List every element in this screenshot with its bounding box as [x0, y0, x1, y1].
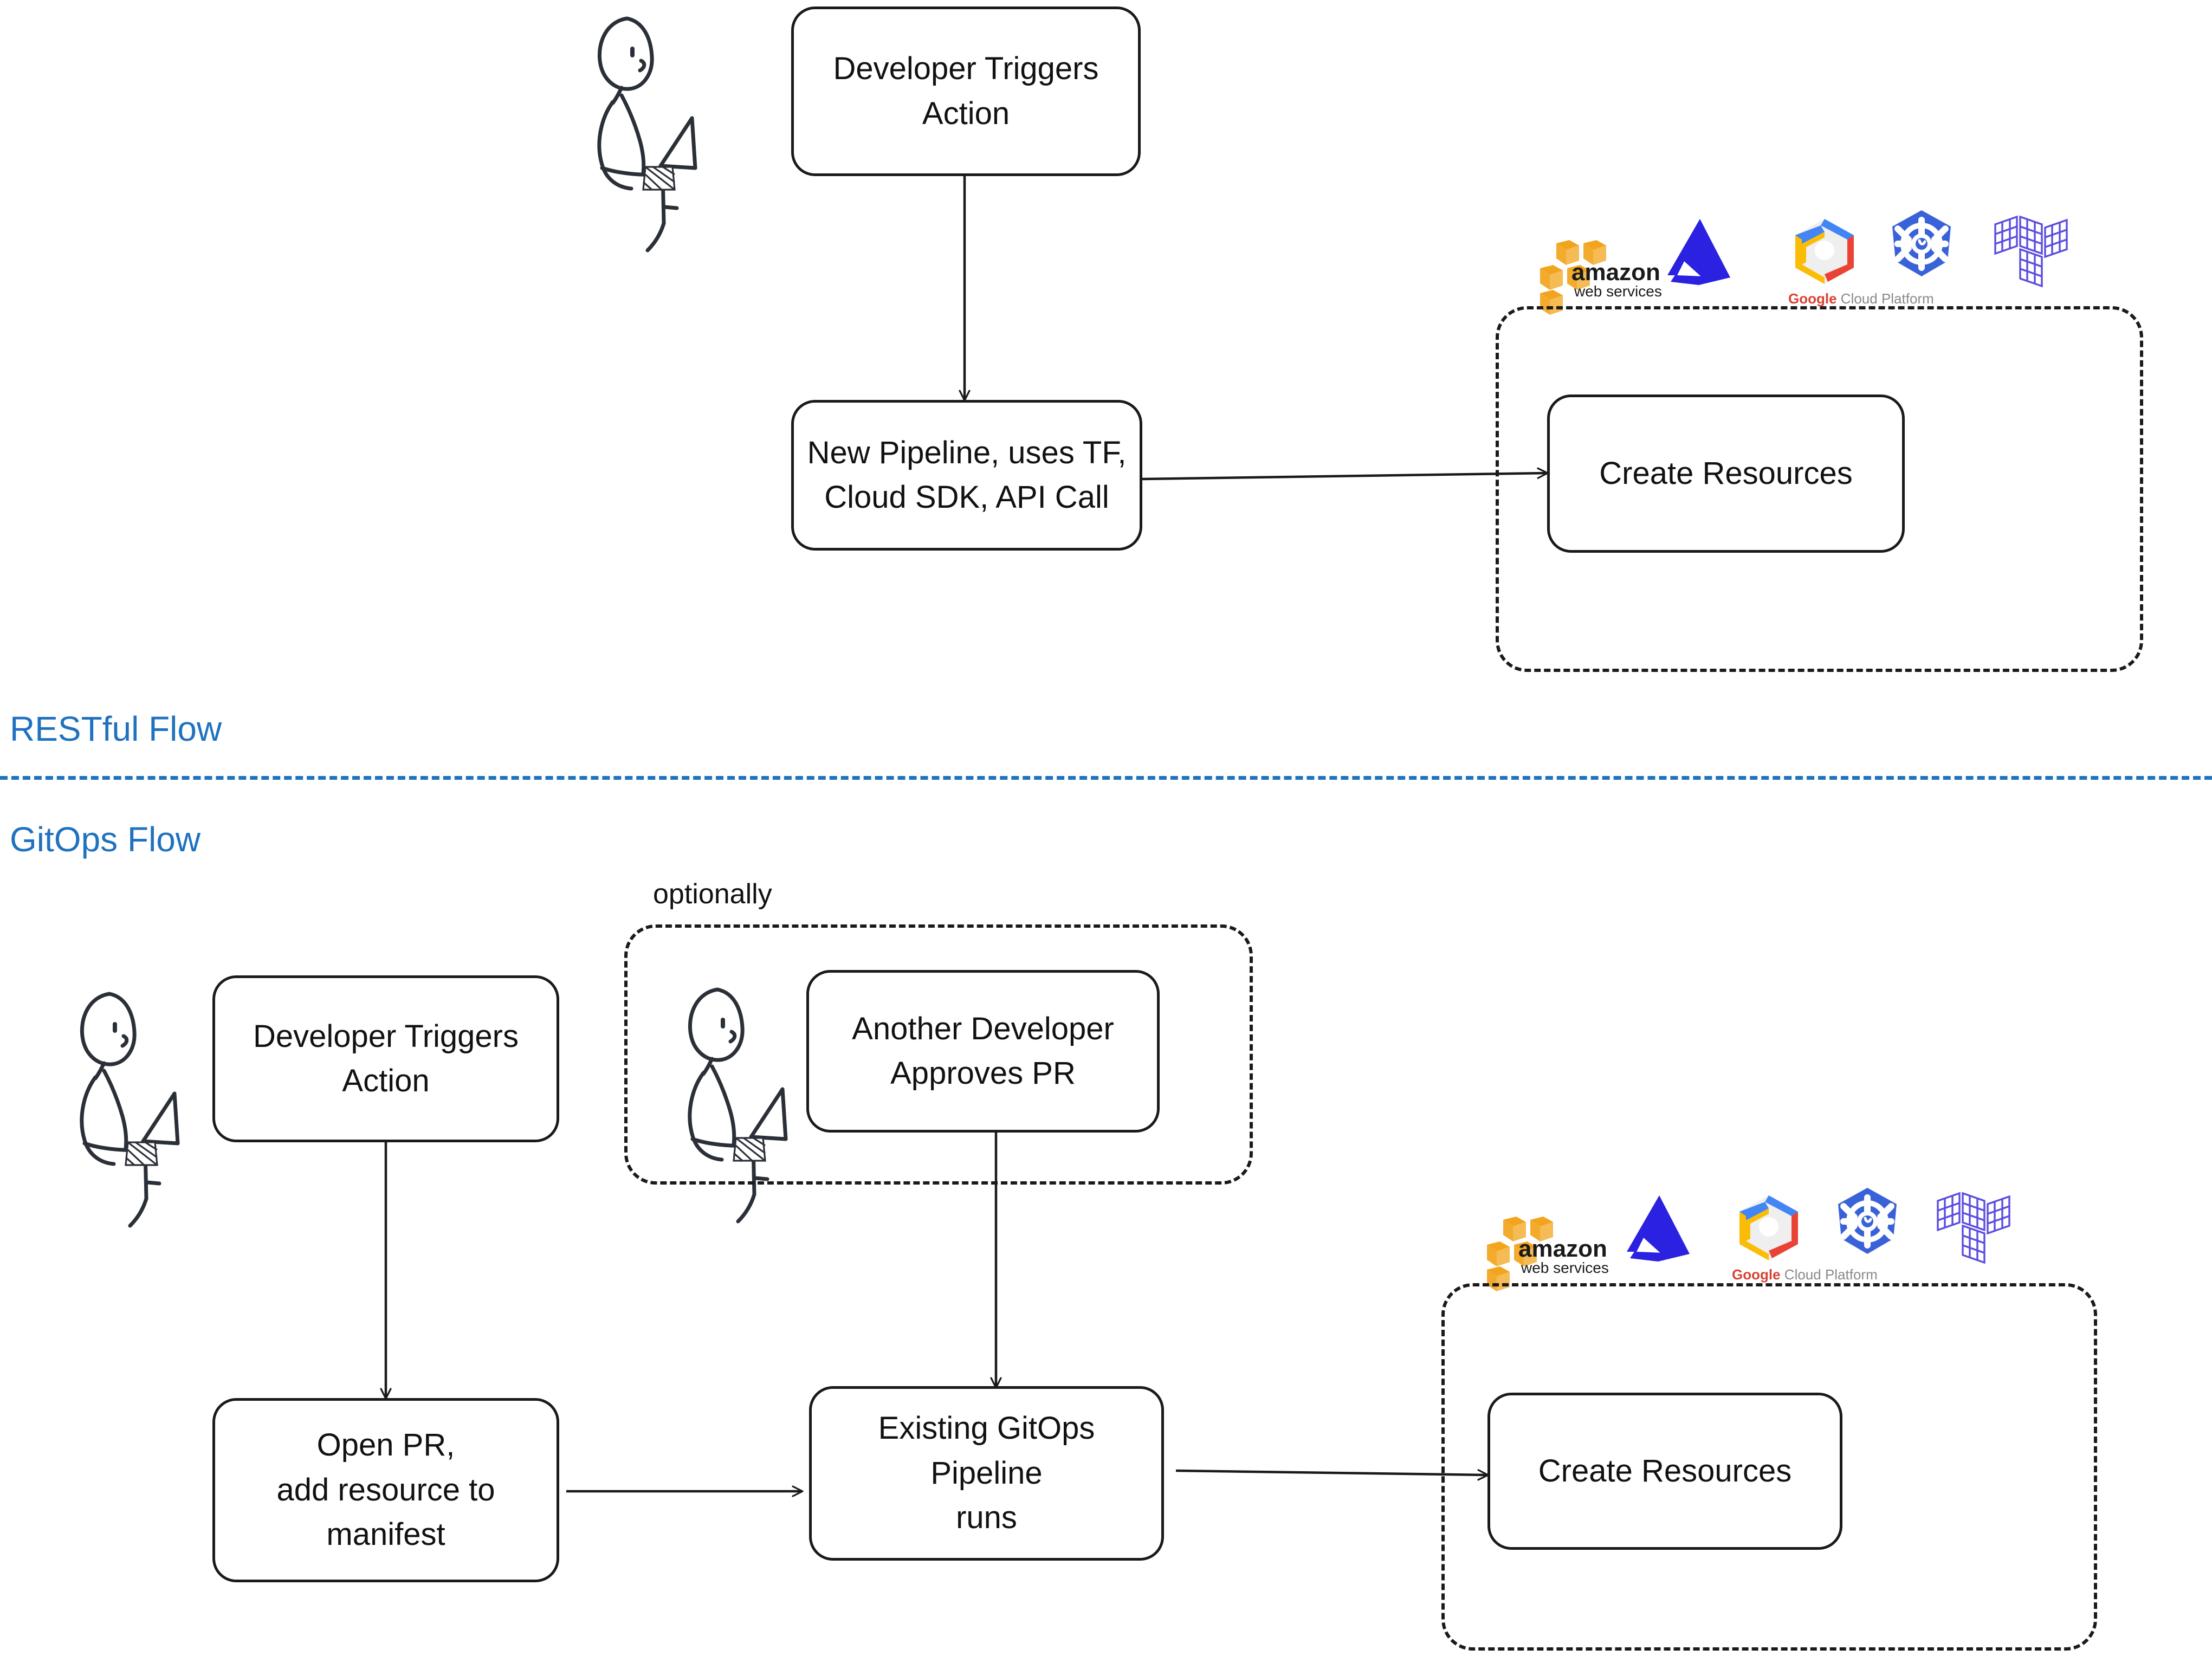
- stick-figure-developer-gitops: [82, 994, 178, 1226]
- optional-approval-group: [624, 924, 1253, 1185]
- aws-wordmark: amazon: [1518, 1235, 1607, 1262]
- kubernetes-logo: [1838, 1188, 1897, 1254]
- node-label: Open PR, add resource to manifest: [276, 1427, 495, 1553]
- aws-subwordmark: web services: [1521, 1259, 1609, 1276]
- aws-wordmark: amazon: [1571, 259, 1660, 286]
- kubernetes-logo: [1892, 210, 1951, 276]
- microsoft-azure-logo: [1667, 219, 1730, 285]
- microsoft-azure-logo: [1627, 1195, 1690, 1262]
- node-label: Developer Triggers Action: [833, 51, 1099, 131]
- node-label: Create Resources: [1599, 455, 1853, 491]
- node-create-resources[interactable]: Create Resources: [1547, 394, 1905, 553]
- google-cloud-platform-logo: [1739, 1195, 1798, 1260]
- gcp-caption: Google Cloud Platform: [1788, 290, 1934, 307]
- stick-figure-developer-restful: [599, 18, 695, 250]
- node-create-resources-gitops[interactable]: Create Resources: [1487, 1393, 1842, 1550]
- node-label: Create Resources: [1538, 1453, 1792, 1489]
- aws-subwordmark: web services: [1574, 283, 1662, 300]
- node-another-developer-approves-pr[interactable]: Another Developer Approves PR: [806, 970, 1160, 1133]
- node-developer-triggers-action[interactable]: Developer Triggers Action: [791, 7, 1141, 176]
- node-open-pr-add-resource[interactable]: Open PR, add resource to manifest: [212, 1398, 559, 1582]
- section-title-restful: RESTful Flow: [10, 709, 222, 748]
- gcp-caption: Google Cloud Platform: [1732, 1266, 1878, 1283]
- terraform-logo: [1937, 1192, 2010, 1264]
- node-label: Existing GitOps Pipeline runs: [878, 1411, 1095, 1536]
- edge-new-pipeline-to-create-resources: [1141, 467, 1549, 481]
- node-new-pipeline[interactable]: New Pipeline, uses TF, Cloud SDK, API Ca…: [791, 400, 1142, 551]
- edge-existing-pipeline-to-create-resources: [1175, 1469, 1489, 1481]
- node-existing-gitops-pipeline[interactable]: Existing GitOps Pipeline runs: [809, 1386, 1164, 1561]
- google-cloud-platform-logo: [1795, 219, 1854, 284]
- node-developer-triggers-action-gitops[interactable]: Developer Triggers Action: [212, 975, 559, 1142]
- cloud-provider-group-restful: [1496, 306, 2143, 672]
- terraform-logo: [1994, 216, 2068, 287]
- optionally-group-label: optionally: [653, 878, 772, 910]
- node-label: New Pipeline, uses TF, Cloud SDK, API Ca…: [807, 435, 1127, 515]
- node-label: Another Developer Approves PR: [852, 1011, 1114, 1091]
- flow-section-divider: [0, 776, 2212, 780]
- node-label: Developer Triggers Action: [253, 1018, 519, 1098]
- cloud-provider-group-gitops: [1441, 1283, 2097, 1651]
- section-title-gitops: GitOps Flow: [10, 820, 201, 859]
